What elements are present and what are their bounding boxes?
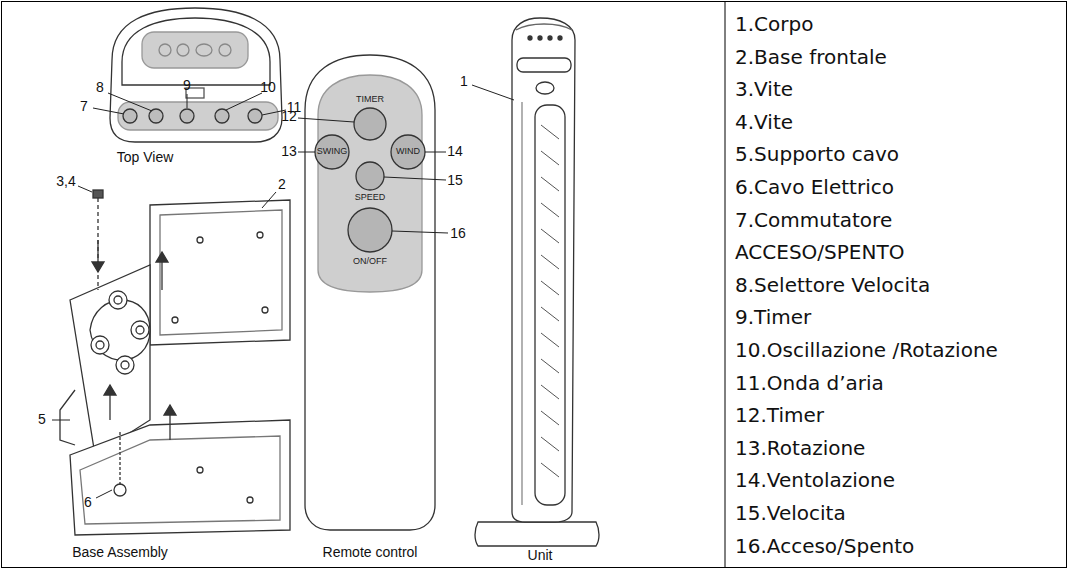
grille-slot [541,177,559,191]
grille-slot [541,307,559,321]
part-list-item: 11.Onda d’aria [735,367,884,400]
grille-slot [541,203,559,217]
base-assembly-drawing [60,190,290,535]
grille-slot [541,151,559,165]
grille-slot [541,281,559,295]
callout-number: 6 [84,495,92,510]
part-list-item: 4.Vite [735,106,793,139]
grille-slot [541,333,559,347]
leader-lines [298,118,448,233]
grille-slot [541,125,559,139]
grille-slot [541,255,559,269]
part-list-item: 2.Base frontale [735,41,887,74]
button-label: SPEED [355,193,386,203]
callout-number: 16 [450,226,466,241]
top-view-drawing [110,8,282,142]
leader-lines [93,93,286,115]
part-list-item: 12.Timer [735,399,824,432]
part-list-item: 6.Cavo Elettrico [735,171,894,204]
part-list-item: 14.Ventolazione [735,464,895,497]
assembly-arrows [92,240,176,440]
button-label: TIMER [356,95,384,105]
part-list-item: 16.Acceso/Spento [735,530,914,563]
callout-number: 7 [80,99,88,114]
fan-grille [541,125,559,477]
leader-lines [52,186,276,498]
callout-number: 14 [447,144,463,159]
callout-number: 5 [38,412,46,427]
table-divider [725,2,726,568]
button-label: ON/OFF [353,257,387,267]
view-caption: Top View [117,150,174,165]
view-caption: Base Assembly [72,545,168,560]
button-label: SWING [317,147,348,157]
part-list-item: 1.Corpo [735,8,813,41]
view-caption: Unit [528,548,553,563]
part-list-item: 10.Oscillazione /Rotazione [735,334,998,367]
part-list-item: 15.Velocita [735,497,846,530]
grille-slot [541,385,559,399]
tower-fan-drawing [475,18,599,546]
callout-number: 15 [447,173,463,188]
grille-slot [541,463,559,477]
part-list-item: 5.Supporto cavo [735,138,899,171]
callout-number: 13 [281,144,297,159]
view-caption: Remote control [323,545,418,560]
part-list-item: 9.Timer [735,301,811,334]
button-label: WIND [396,147,420,157]
grille-slot [541,359,559,373]
grille-slot [541,437,559,451]
callout-number: 1 [460,74,468,89]
remote-control-drawing [305,55,435,530]
part-list-item: 8.Selettore Velocita [735,269,930,302]
grille-slot [541,411,559,425]
callout-number: 8 [96,80,104,95]
part-list-item: 7.Commutatore ACCESO/SPENTO [735,204,935,269]
callout-number: 12 [281,109,297,124]
callout-number: 3,4 [56,174,75,189]
callout-number: 10 [260,80,276,95]
part-list-item: 3.Vite [735,73,793,106]
part-list-item: 13.Rotazione [735,432,865,465]
leader-lines [472,85,514,100]
callout-number: 9 [183,78,191,93]
grille-slot [541,229,559,243]
callout-number: 2 [278,177,286,192]
